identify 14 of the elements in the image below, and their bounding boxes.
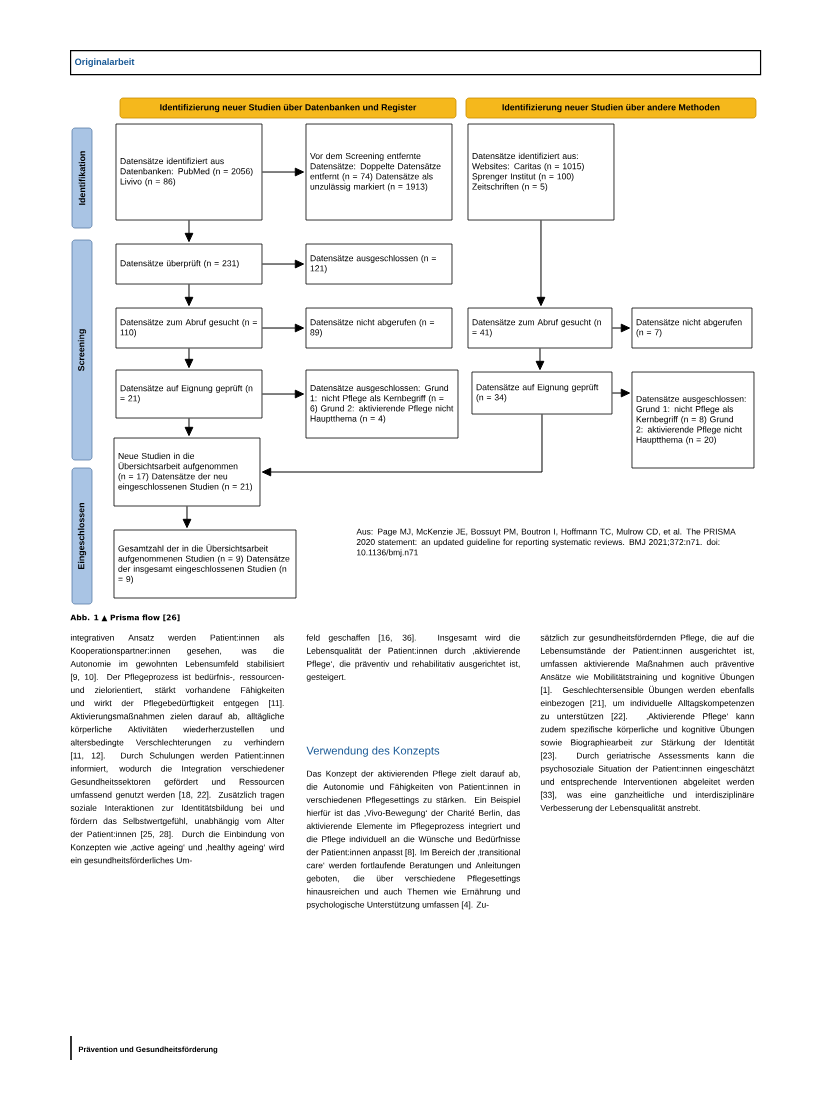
arrow bbox=[184, 347, 194, 369]
arrow bbox=[261, 389, 305, 399]
arrow bbox=[184, 219, 194, 243]
arrow bbox=[182, 505, 192, 529]
arrow bbox=[261, 323, 305, 333]
arrow bbox=[536, 219, 546, 307]
arrow bbox=[261, 413, 543, 477]
arrow bbox=[261, 259, 305, 269]
arrow bbox=[535, 347, 545, 371]
arrow bbox=[184, 283, 194, 307]
arrow bbox=[611, 323, 631, 333]
arrow bbox=[261, 167, 305, 177]
arrow bbox=[184, 417, 194, 437]
arrow bbox=[611, 388, 631, 398]
